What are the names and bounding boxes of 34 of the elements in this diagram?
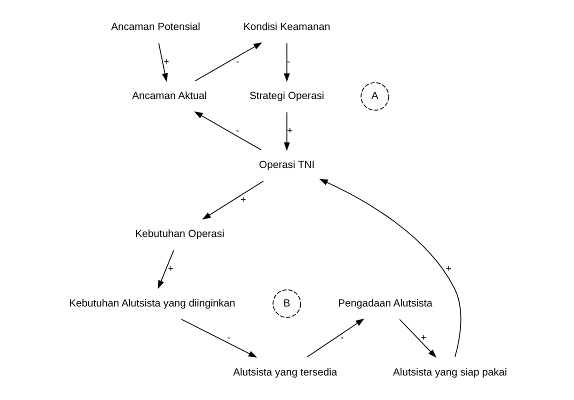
edge-label: - [226, 332, 230, 344]
edge-label: + [286, 125, 292, 136]
edge-label: - [340, 332, 344, 344]
node-circle: B [272, 289, 301, 318]
node-text: Alutsista yang tersedia [232, 367, 337, 378]
node-text: Kebutuhan Alutsista yang diinginkan [68, 298, 235, 310]
arrow [306, 318, 364, 358]
edge-label: - [236, 56, 239, 68]
edge-label: - [236, 125, 239, 136]
arrow [180, 318, 257, 358]
edge-label: + [163, 56, 169, 68]
arrow [283, 42, 290, 82]
edge-label: + [445, 263, 451, 274]
arrow [194, 42, 262, 82]
node-text: Strategi Operasi [248, 91, 324, 102]
node-text: Ancaman Potensial [110, 22, 200, 34]
node-text: Ancaman Aktual [132, 91, 206, 102]
node-text: Pengadaan Alutsista [338, 298, 432, 310]
node-text: Alutsista yang siap pakai [392, 367, 506, 378]
arrow [194, 111, 262, 150]
edge-label: + [240, 194, 246, 206]
arrow [318, 178, 461, 358]
arrow [283, 112, 290, 152]
edge-label: + [167, 263, 174, 274]
edge-label: + [420, 332, 426, 344]
arrow [157, 250, 174, 290]
node-text: Kebutuhan Operasi [134, 229, 224, 240]
edge-label: - [286, 56, 290, 68]
arrow [398, 318, 436, 358]
arrow [158, 42, 168, 82]
node-text: Operasi TNI [258, 160, 314, 172]
node-circle: A [360, 82, 389, 111]
arrow [202, 180, 264, 220]
node-text: Kondisi Keamanan [242, 22, 330, 34]
